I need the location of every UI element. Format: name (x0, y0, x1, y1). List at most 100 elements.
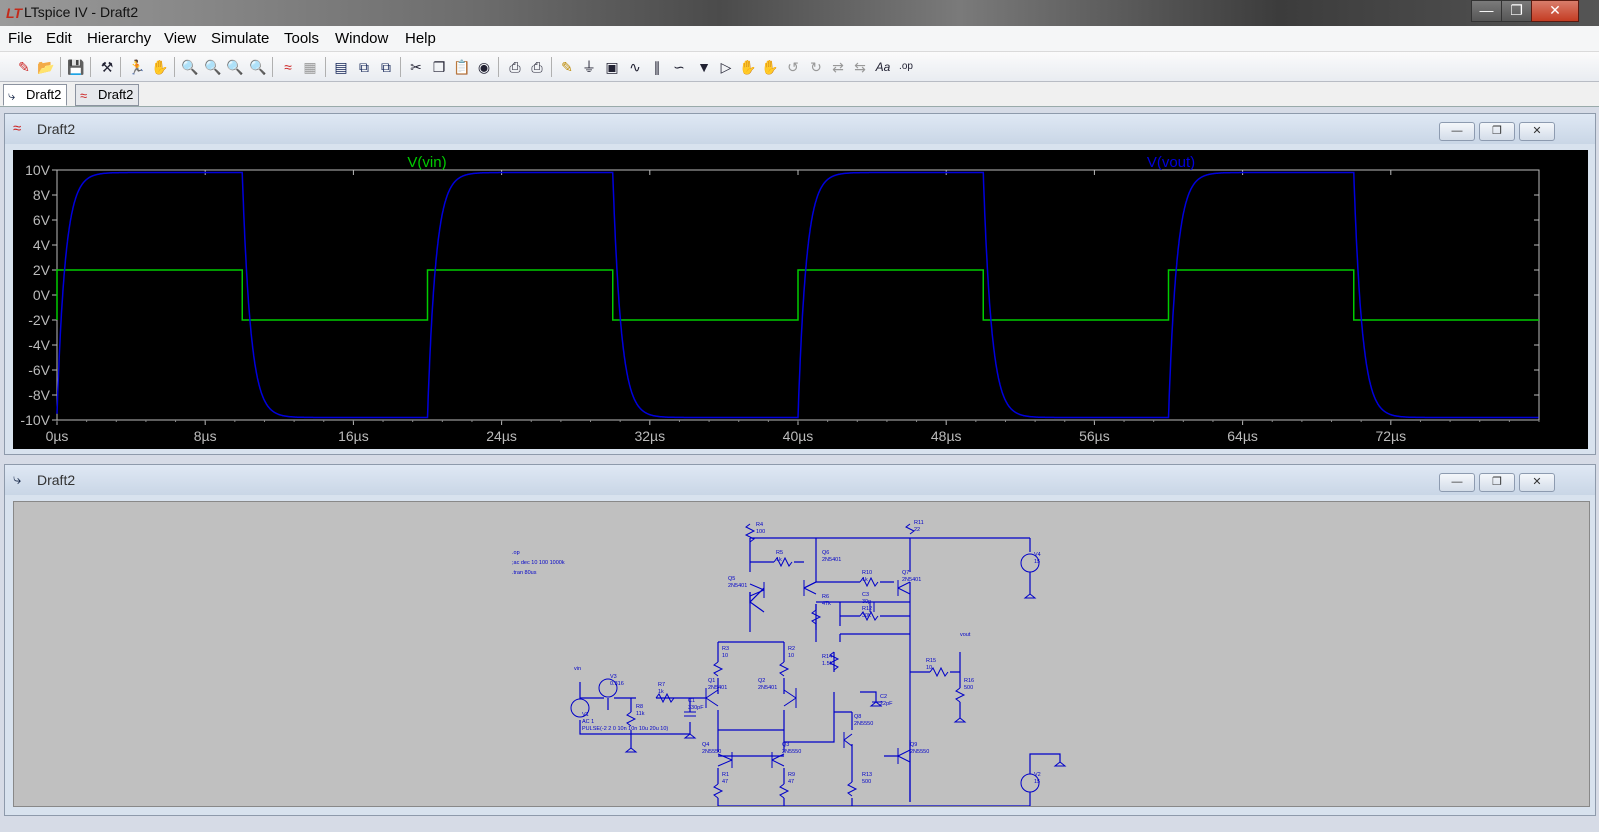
ltspice-logo-icon: LT (6, 5, 23, 21)
move-hand-icon[interactable]: ✋ (739, 59, 757, 75)
print-setup-icon[interactable]: ⎙ (509, 59, 521, 75)
drag-hand-icon[interactable]: ✋ (761, 59, 779, 75)
find-binoculars-icon[interactable]: ◉ (477, 59, 491, 75)
halt-hand-icon[interactable]: ✋ (151, 59, 169, 75)
component-value: 0.316 (610, 681, 624, 687)
autorange-icon[interactable]: ≈ (284, 59, 292, 75)
inductor-icon[interactable]: ∽ (673, 59, 685, 75)
mirror-icon[interactable]: ⇆ (854, 59, 866, 75)
component-ref: R16 (964, 678, 974, 684)
menu-tools[interactable]: Tools (284, 30, 320, 47)
menu-hierarchy[interactable]: Hierarchy (87, 30, 152, 47)
legend-vin: V(vin) (407, 154, 446, 171)
menu-view[interactable]: View (164, 30, 197, 47)
x-tick-label: 64µs (1227, 428, 1258, 444)
panel-close-button[interactable]: ✕ (1519, 473, 1555, 492)
panel-minimize-button[interactable]: — (1439, 473, 1475, 492)
zoom-out-icon[interactable]: 🔍 (226, 59, 244, 75)
window-title: LTspice IV - Draft2 (24, 4, 139, 20)
panel-minimize-button[interactable]: — (1439, 122, 1475, 141)
label-net-icon[interactable]: ▣ (605, 59, 619, 75)
component-value: 15 (1034, 779, 1040, 785)
cut-icon[interactable]: ✂ (410, 59, 422, 75)
component-value: 2N5550 (854, 721, 873, 727)
component-ref: R5 (776, 550, 783, 556)
schematic-drawing[interactable]: .op;ac dec 10 100 1000k.tran 80usR4100R5… (14, 502, 1589, 807)
close-button[interactable]: ✕ (1531, 0, 1579, 22)
component-value: 15 (1034, 559, 1040, 565)
x-tick-label: 32µs (634, 428, 665, 444)
component-ref: Q7 (902, 570, 909, 576)
zoom-fit-icon[interactable]: 🔍 (249, 59, 267, 75)
component-icon[interactable]: ▷ (720, 59, 732, 75)
tab-schematic-draft2[interactable]: ⤷ Draft2 (3, 84, 68, 106)
new-schematic-icon[interactable]: ✎ (18, 59, 30, 75)
component-ref: R8 (636, 704, 643, 710)
cascade-icon[interactable]: ⧉ (359, 59, 369, 75)
panel-close-button[interactable]: ✕ (1519, 122, 1555, 141)
component-value: 2N5401 (822, 557, 841, 563)
tile-horizontal-icon[interactable]: ▤ (334, 59, 348, 75)
component-value: 2N5550 (782, 749, 801, 755)
x-tick-label: 56µs (1079, 428, 1110, 444)
y-tick-label: 8V (33, 187, 51, 203)
copy-icon[interactable]: ❐ (432, 59, 446, 75)
menu-edit[interactable]: Edit (46, 30, 72, 47)
menu-bar: File Edit Hierarchy View Simulate Tools … (0, 26, 1599, 52)
minimize-button[interactable]: — (1471, 0, 1502, 22)
y-tick-label: 2V (33, 262, 51, 278)
x-tick-label: 0µs (46, 428, 69, 444)
x-tick-label: 8µs (194, 428, 217, 444)
y-tick-label: -4V (28, 337, 50, 353)
ground-icon[interactable]: ⏚ (582, 59, 596, 75)
component-value: 500 (964, 685, 973, 691)
resistor-icon[interactable]: ∿ (629, 59, 641, 75)
menu-window[interactable]: Window (335, 30, 389, 47)
component-ref: R15 (926, 658, 936, 664)
menu-file[interactable]: File (8, 30, 33, 47)
component-value: 100 (756, 529, 765, 535)
save-icon[interactable]: 💾 (67, 59, 85, 75)
menu-help[interactable]: Help (405, 30, 436, 47)
paste-icon[interactable]: 📋 (453, 59, 471, 75)
vin-trace (56, 269, 1539, 321)
open-folder-icon[interactable]: 📂 (37, 59, 55, 75)
pan-icon[interactable]: 🔍 (204, 59, 222, 75)
component-value: 330pF (688, 705, 704, 711)
toolbar-separator (272, 57, 273, 77)
spice-directive-icon[interactable]: .op (899, 61, 913, 72)
draw-wire-icon[interactable]: ✎ (561, 59, 573, 75)
rotate-icon[interactable]: ⇄ (832, 59, 844, 75)
component-ref: C1 (688, 698, 695, 704)
zoom-in-icon[interactable]: 🔍 (181, 59, 199, 75)
tab-waveform-draft2[interactable]: ≈ Draft2 (75, 84, 140, 106)
control-panel-hammer-icon[interactable]: ⚒ (100, 59, 114, 75)
component-ref: Q6 (822, 550, 829, 556)
spice-directive: ;ac dec 10 100 1000k (512, 560, 565, 566)
redo-icon[interactable]: ↻ (810, 59, 822, 75)
capacitor-icon[interactable]: ∥ (653, 59, 661, 75)
component-ref: V3 (610, 674, 617, 680)
panel-restore-button[interactable]: ❐ (1479, 122, 1515, 141)
component-value: 1k (776, 557, 782, 563)
component-ref: R3 (722, 646, 729, 652)
component-ref: V1 (582, 712, 589, 718)
undo-icon[interactable]: ↺ (787, 59, 799, 75)
grid-icon[interactable]: ▦ (303, 59, 317, 75)
print-icon[interactable]: ⎙ (531, 59, 543, 75)
toolbar-separator (325, 57, 326, 77)
tile-vertical-icon[interactable]: ⧉ (381, 59, 391, 75)
component-value: 11k (636, 711, 645, 717)
maximize-button[interactable]: ❐ (1501, 0, 1532, 22)
panel-restore-button[interactable]: ❐ (1479, 473, 1515, 492)
x-tick-label: 24µs (486, 428, 517, 444)
diode-icon[interactable]: ▼ (697, 59, 711, 75)
component-ref: R14 (822, 654, 832, 660)
menu-simulate[interactable]: Simulate (211, 30, 270, 47)
run-icon[interactable]: 🏃 (128, 59, 146, 75)
text-icon[interactable]: Aa (875, 60, 891, 74)
